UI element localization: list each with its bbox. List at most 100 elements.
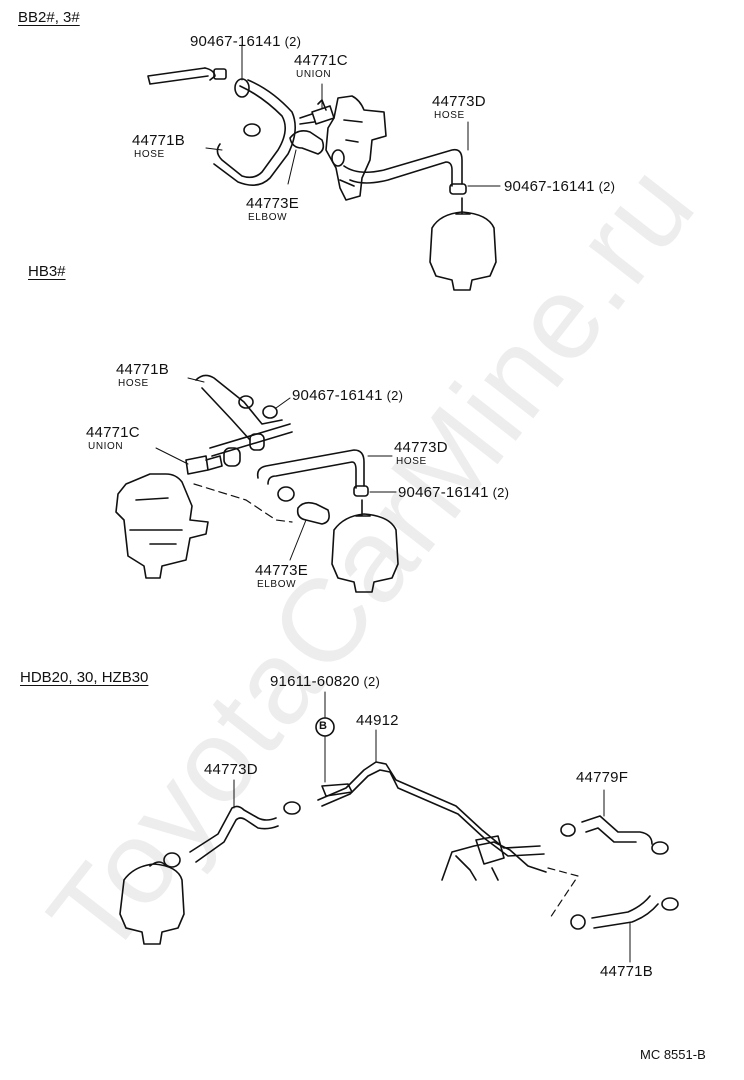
part-number: 44912	[356, 712, 399, 729]
hose-clamp-1c	[243, 123, 261, 137]
hose-clamp-1b	[234, 78, 250, 98]
bolt-marker-letter: B	[319, 720, 327, 732]
bracket-44912	[317, 761, 545, 857]
section-2-leaders	[155, 377, 397, 561]
part-number: 90467-16141	[292, 387, 383, 404]
section-1-leaders	[205, 45, 501, 187]
label-44771b-s3: 44771B	[600, 964, 653, 979]
label-44912: 44912	[356, 713, 399, 728]
label-44771b-s2-desc: HOSE	[118, 378, 149, 389]
hose-clamp-2c	[249, 433, 265, 451]
hose-clamp-2a	[238, 395, 254, 409]
label-44771c-s1-desc: UNION	[296, 69, 332, 80]
dashed-line-s2	[193, 483, 293, 523]
part-number: 90467-16141	[504, 178, 595, 195]
label-44773d-s1-desc: HOSE	[434, 110, 465, 121]
hose-clamp-3d	[651, 841, 669, 855]
hose-44771b-s1	[213, 79, 296, 186]
part-number: 44773D	[432, 93, 486, 110]
part-number: 44779F	[576, 769, 629, 786]
vacuum-tank-s1	[429, 197, 497, 291]
part-number: 90467-16141	[398, 484, 489, 501]
section-2-drawing	[115, 374, 399, 593]
hose-clamp-2b	[262, 405, 278, 419]
hose-44773d-s2	[256, 449, 365, 489]
label-90467-16141-s2a: 90467-16141(2)	[292, 388, 403, 403]
label-90467-16141-s1a: 90467-16141(2)	[190, 34, 301, 49]
label-90467-16141-s1b: 90467-16141(2)	[504, 179, 615, 194]
part-number: 90467-16141	[190, 33, 281, 50]
label-44771b-s1-desc: HOSE	[134, 149, 165, 160]
hose-clamp-3f	[661, 897, 679, 911]
part-qty: (2)	[363, 674, 381, 689]
hose-44771b-s2	[195, 374, 283, 441]
label-44773e-s1-desc: ELBOW	[248, 212, 288, 223]
label-44779f: 44779F	[576, 770, 628, 785]
part-qty: (2)	[598, 179, 616, 194]
label-44771c-s1: 44771C	[294, 53, 348, 68]
label-44773d-s2: 44773D	[394, 440, 448, 455]
part-number: 44773E	[255, 562, 308, 579]
hose-clamp-1e	[449, 183, 467, 195]
label-90467-16141-s2b: 90467-16141(2)	[398, 485, 509, 500]
hose-clamp-2e	[277, 486, 295, 502]
hose-clamp-3e	[570, 914, 586, 930]
hose-44779f	[581, 815, 653, 845]
section-title-bb2-3: BB2#, 3#	[18, 9, 80, 26]
label-44771b-s1: 44771B	[132, 133, 185, 148]
part-number: 44771B	[132, 132, 185, 149]
elbow-44773e-s2	[296, 501, 330, 525]
pipe-stub-1-end	[204, 67, 216, 81]
dashed-line-s3	[547, 867, 579, 919]
union-44771c-s2	[185, 455, 223, 475]
section-title-hdb20-30-hzb30: HDB20, 30, HZB30	[20, 669, 149, 686]
pipe-s2	[209, 423, 293, 457]
part-number: 44771C	[294, 52, 348, 69]
vacuum-tank-s2	[331, 499, 399, 593]
label-44771c-s2: 44771C	[86, 425, 140, 440]
hose-clamp-2d	[223, 447, 241, 467]
valve-body-s2	[115, 473, 209, 579]
hose-44771b-s3	[591, 895, 659, 929]
section-3-leaders	[233, 691, 631, 963]
part-qty: (2)	[284, 34, 302, 49]
union-44771c-s1	[299, 99, 335, 125]
label-44773e-s1: 44773E	[246, 196, 299, 211]
diagram-code: MC 8551-B	[640, 1047, 706, 1062]
hose-44773d-s1	[343, 148, 463, 187]
label-44771b-s2: 44771B	[116, 362, 169, 377]
bracket-44912-mount	[441, 835, 547, 881]
label-91611-60820: 91611-60820(2)	[270, 674, 380, 689]
vacuum-tank-s3	[119, 861, 185, 945]
valve-body-s2-detail	[129, 497, 183, 545]
section-title-hb3: HB3#	[28, 263, 66, 280]
section-3-drawing	[119, 717, 679, 945]
label-44773d-s2-desc: HOSE	[396, 456, 427, 467]
part-number: 44773D	[204, 761, 258, 778]
label-44773e-s2: 44773E	[255, 563, 308, 578]
hose-clamp-1d	[331, 149, 345, 167]
hose-44773d-s3	[189, 805, 279, 863]
elbow-44773e-s1	[289, 130, 325, 155]
valve-body-s1	[325, 95, 387, 201]
hose-clamp-3a	[283, 801, 301, 815]
part-number: 44771B	[116, 361, 169, 378]
pipe-stub-1	[147, 67, 209, 85]
part-number: 91611-60820	[270, 673, 360, 690]
part-qty: (2)	[492, 485, 510, 500]
hose-clamp-2f	[353, 485, 369, 497]
part-qty: (2)	[386, 388, 404, 403]
valve-body-s1-detail	[339, 119, 363, 187]
bracket-44912-clip	[321, 783, 353, 797]
hose-clamp-3c	[560, 823, 576, 837]
label-44773e-s2-desc: ELBOW	[257, 579, 297, 590]
label-44773d-s1: 44773D	[432, 94, 486, 109]
hose-clamp-3b	[163, 852, 181, 868]
part-number: 44771C	[86, 424, 140, 441]
label-44773d-s3: 44773D	[204, 762, 258, 777]
part-number: 44773E	[246, 195, 299, 212]
part-number: 44771B	[600, 963, 653, 980]
part-number: 44773D	[394, 439, 448, 456]
